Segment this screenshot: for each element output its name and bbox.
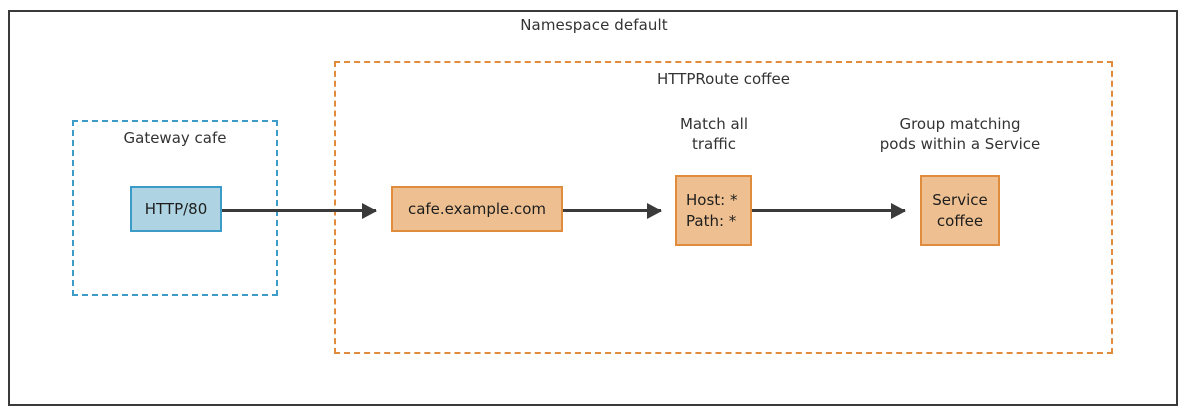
node-gateway-listener-label: HTTP/80	[144, 199, 208, 218]
caption-backend-service-line2: pods within a Service	[879, 135, 1041, 154]
httproute-container	[334, 61, 1113, 354]
caption-match-rule: Match all traffic	[638, 114, 790, 155]
arrow-match-to-service	[751, 209, 905, 212]
node-backend-service-kind: Service	[932, 191, 988, 210]
gateway-container	[72, 120, 278, 296]
node-match-rule: Host: * Path: *	[675, 175, 752, 246]
caption-backend-service-line1: Group matching	[899, 115, 1021, 133]
arrow-hostname-to-match	[562, 209, 661, 212]
node-hostname-label: cafe.example.com	[407, 199, 547, 218]
gateway-title: Gateway cafe	[123, 129, 227, 147]
node-match-rule-path: Path: *	[686, 211, 737, 230]
caption-match-rule-line1: Match all	[679, 115, 749, 133]
node-hostname: cafe.example.com	[391, 186, 563, 232]
arrow-listener-to-hostname	[221, 209, 376, 212]
httproute-title: HTTPRoute coffee	[657, 70, 790, 88]
namespace-title: Namespace default	[520, 16, 668, 34]
node-backend-service-name: coffee	[936, 211, 984, 230]
caption-backend-service: Group matching pods within a Service	[864, 114, 1056, 155]
node-gateway-listener: HTTP/80	[130, 186, 222, 232]
node-match-rule-host: Host: *	[686, 191, 738, 210]
node-backend-service: Service coffee	[920, 175, 1000, 246]
caption-match-rule-line2: traffic	[692, 135, 736, 154]
